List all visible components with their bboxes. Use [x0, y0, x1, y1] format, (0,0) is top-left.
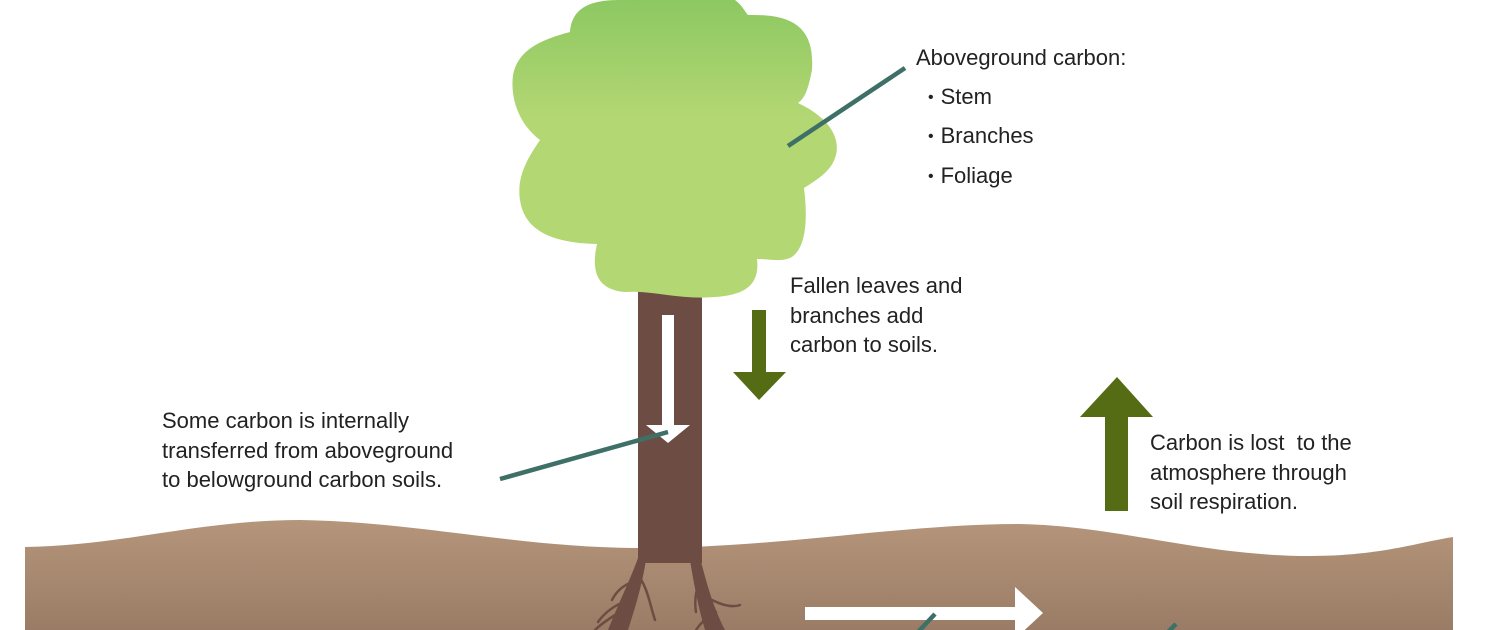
bullet-foliage: Foliage — [916, 157, 1126, 197]
bullet-branches: Branches — [916, 117, 1126, 157]
belowground-transfer-arrow — [805, 587, 1043, 630]
pointer-belowground-1 — [916, 612, 937, 630]
fallen-line-3: carbon to soils. — [790, 332, 938, 357]
internal-line-3: to belowground carbon soils. — [162, 467, 443, 492]
internal-transfer-label: Some carbon is internally transferred fr… — [162, 406, 453, 495]
aboveground-title: Aboveground carbon: — [916, 45, 1127, 70]
soil-layer — [25, 520, 1453, 630]
respiration-line-1: Carbon is lost to the — [1150, 430, 1352, 455]
fallen-line-2: branches add — [790, 302, 924, 328]
tree-roots — [593, 576, 742, 630]
internal-transfer-arrow — [646, 315, 690, 443]
tree-canopy — [512, 0, 837, 298]
soil-respiration-label: Carbon is lost to the atmosphere through… — [1150, 428, 1352, 517]
respiration-up-arrow — [1080, 377, 1153, 511]
litterfall-down-arrow — [733, 310, 786, 400]
internal-line-2: transferred from aboveground — [162, 437, 454, 463]
pointer-internal — [499, 429, 669, 482]
bullet-stem: Stem — [916, 78, 1126, 118]
respiration-line-3: soil respiration. — [1150, 489, 1298, 514]
fallen-line-1: Fallen leaves and — [790, 273, 963, 298]
internal-line-1: Some carbon is internally — [162, 408, 410, 433]
respiration-line-2: atmosphere through — [1150, 459, 1347, 485]
aboveground-carbon-label: Aboveground carbon: Stem Branches Foliag… — [916, 39, 1126, 196]
pointer-aboveground — [786, 66, 907, 148]
pointer-belowground-2 — [1166, 622, 1178, 630]
fallen-leaves-label: Fallen leaves and branches add carbon to… — [790, 271, 962, 360]
